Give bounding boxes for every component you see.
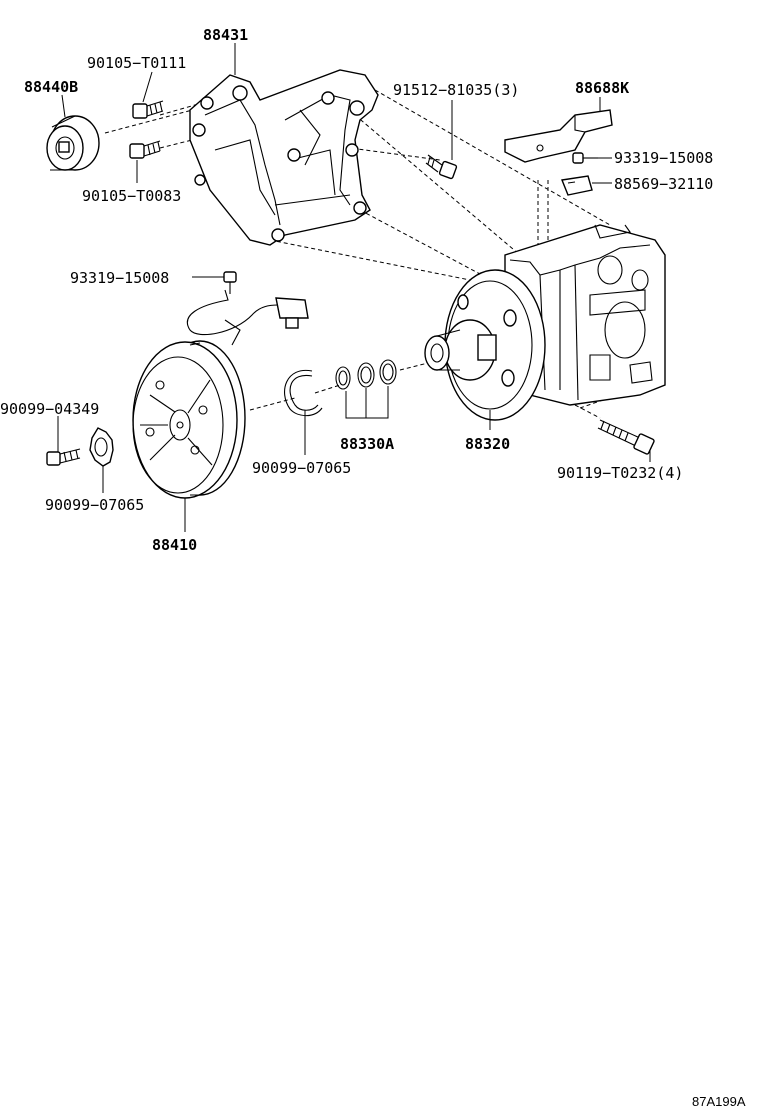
screw-93319-15008-top: [572, 152, 598, 164]
washer-90099-07065-left: [89, 427, 114, 467]
part-labels: 88431 90105−T0111 88440B 90105−T0083 915…: [0, 26, 713, 554]
sensor-88569-32110: [561, 175, 593, 196]
label-90105-T0111: 90105−T0111: [87, 54, 186, 72]
label-88440B: 88440B: [24, 78, 78, 96]
screw-93319-15008-mid: [223, 271, 237, 294]
snap-ring-90099-07065-mid: [284, 369, 323, 417]
bracket-88431: [189, 69, 379, 246]
bracket-plate-88688K: [504, 109, 613, 163]
label-88330A: 88330A: [340, 435, 394, 453]
diagram-reference-code: 87A199A: [692, 1094, 746, 1109]
label-93319-15008-mid: 93319−15008: [70, 269, 169, 287]
label-88320: 88320: [465, 435, 510, 453]
bolt-90105-T0083: [129, 140, 161, 159]
label-88688K: 88688K: [575, 79, 629, 97]
label-91512-81035: 91512−81035(3): [393, 81, 519, 99]
leader-lines: [57, 43, 651, 532]
label-88569-32110: 88569−32110: [614, 175, 713, 193]
label-88431: 88431: [203, 26, 248, 44]
label-90099-04349: 90099−04349: [0, 400, 99, 418]
bolt-91512-81035: [425, 154, 458, 180]
bolt-90105-T0111: [132, 100, 164, 119]
bolt-90119-T0232: [597, 419, 655, 455]
idler-pulley-88440B: [46, 115, 100, 171]
label-88410: 88410: [152, 536, 197, 554]
bolt-90099-04349: [46, 448, 81, 466]
clutch-pulley-88410: [132, 289, 309, 499]
label-90119-T0232: 90119−T0232(4): [557, 464, 683, 482]
label-90105-T0083: 90105−T0083: [82, 187, 181, 205]
compressor-88320: [424, 224, 666, 421]
label-90099-07065-left: 90099−07065: [45, 496, 144, 514]
shims-88330A: [335, 359, 397, 419]
label-90099-07065-mid: 90099−07065: [252, 459, 351, 477]
label-93319-15008-top: 93319−15008: [614, 149, 713, 167]
